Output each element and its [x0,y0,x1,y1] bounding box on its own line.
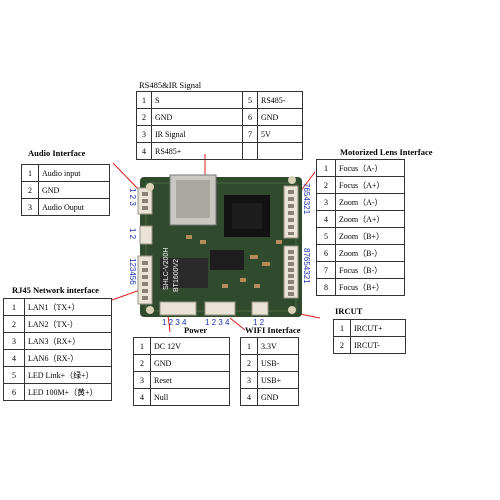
power-title: Power [184,325,208,335]
wifi-title: WIFI Interface [245,325,301,335]
lens-title: Motorized Lens Interface [340,147,433,157]
power-pin-numbers: 1 2 3 4 [162,318,187,327]
lens-connector [283,245,299,299]
mount-hole [288,176,296,184]
pointer-lines [111,154,321,333]
ethernet-transformer [160,258,208,288]
audio-pointer [112,162,141,192]
ircut-pointer [269,307,321,319]
rj45-pin-numbers: 123456 [128,258,137,285]
audio-connector [137,187,153,215]
wifi-pointer [229,317,246,331]
two-pin-connector [139,225,153,245]
pcb-body [140,177,302,317]
wifi-pin-numbers: 1 2 3 4 [205,318,230,327]
two-pin-numbers: 1 2 [128,228,137,240]
silk-model: SHLC-V200H [163,248,170,290]
power-connector [159,301,197,316]
ircut-connector [251,301,269,316]
mount-hole [146,183,154,191]
rj45-pointer [111,289,141,301]
wifi-connector [204,301,236,316]
ircut-title: IRCUT [335,306,363,316]
rs485-title: RS485&IR Signal [139,80,202,90]
ir-rs485-connector [283,185,299,239]
rj45-title: RJ45 Network interface [12,285,99,295]
audio-title: Audio Interface [28,148,86,158]
ircut-pin-numbers: 1 2 [253,318,265,327]
sd-card-slot [169,174,217,226]
ir-pin-numbers: 7654321 [302,183,311,215]
silk-version: BT1600V2 [173,259,180,292]
mount-hole [288,306,296,314]
audio-pin-numbers: 1 2 3 [128,188,137,206]
mount-hole [146,306,154,314]
main-chip [224,195,270,237]
lens-pin-numbers: 87654321 [302,248,311,284]
rj45-connector [137,255,153,305]
